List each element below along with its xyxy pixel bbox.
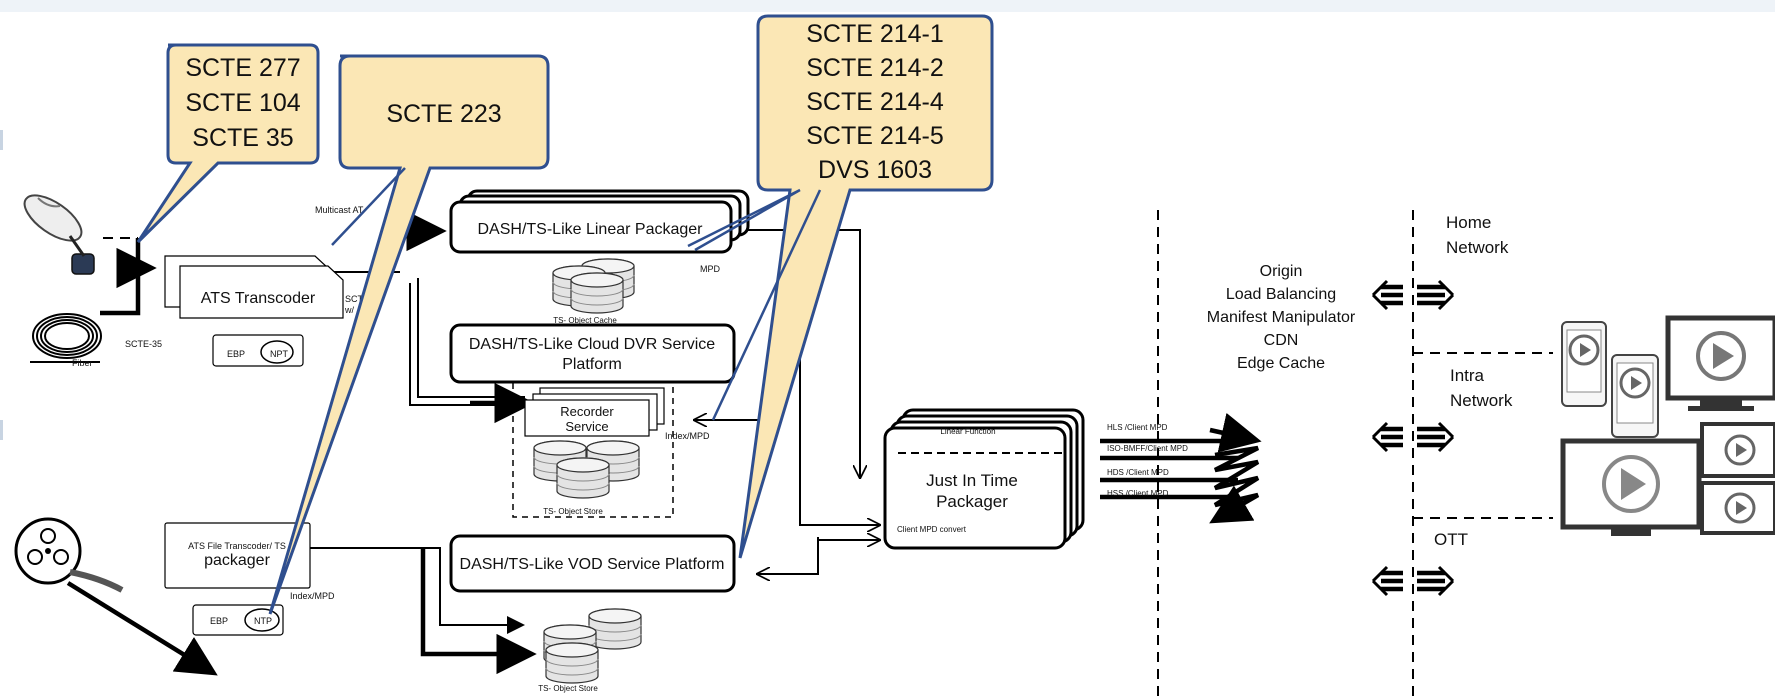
fiber-coil-icon	[30, 313, 102, 363]
output-hss: HSS /Client MPD	[1107, 489, 1169, 498]
ebp-label: EBP	[227, 349, 245, 359]
callout-c-line2: SCTE 214-2	[806, 54, 944, 82]
fiber-label: Fiber	[72, 358, 93, 368]
top-banner-strip	[0, 0, 1775, 12]
callout-a-line3: SCTE 35	[192, 124, 293, 152]
ebp-ntp-box: EBP NTP	[192, 604, 284, 636]
cloud-dvr-platform: DASH/TS-Like Cloud DVR Service Platform	[449, 323, 736, 384]
callout-b-line1: SCTE 223	[386, 100, 501, 128]
callout-c-line4: SCTE 214-5	[806, 122, 944, 150]
jit-title-line2: Packager	[936, 492, 1008, 511]
jit-title-line1: Just In Time	[926, 471, 1018, 490]
ts-object-cache-label: TS- Object Cache	[553, 316, 617, 325]
bidirectional-arrows	[1371, 279, 1455, 597]
linear-packager: DASH/TS-Like Linear Packager	[449, 189, 750, 254]
jit-linear-function: Linear Function	[940, 427, 995, 436]
intra-network-line2: Network	[1450, 391, 1513, 410]
ats-transcoder-label: ATS Transcoder	[201, 290, 316, 307]
linear-packager-label: DASH/TS-Like Linear Packager	[478, 221, 704, 238]
origin-cdn-text: Origin Load Balancing Manifest Manipulat…	[1207, 263, 1356, 372]
output-hls: HLS /Client MPD	[1107, 423, 1168, 432]
ats-file-label-line1: ATS File Transcoder/ TS	[188, 541, 286, 551]
scte35-label: SCTE-35	[125, 339, 162, 349]
jit-packager: Linear Function Just In Time Packager Cl…	[883, 408, 1085, 550]
network-dividers	[1157, 210, 1553, 698]
ebp-npt-box: EBP NPT	[212, 334, 304, 367]
recorder-index-label: Index/MPD	[665, 431, 710, 441]
ts-object-store-vod-label: TS- Object Store	[538, 684, 598, 693]
monitor-icon	[1560, 438, 1702, 536]
intra-network-line1: Intra	[1450, 366, 1485, 385]
manifest-manipulator-line: Manifest Manipulator	[1207, 309, 1356, 326]
database-icon	[533, 440, 640, 499]
file-ebp-label: EBP	[210, 616, 228, 626]
callout-scte-277: SCTE 277 SCTE 104 SCTE 35	[136, 43, 320, 244]
monitor-icon	[1700, 422, 1775, 535]
mpd-label: MPD	[700, 264, 721, 274]
callout-a-line1: SCTE 277	[185, 54, 300, 82]
database-icon	[552, 258, 635, 314]
callout-c-line5: DVS 1603	[818, 156, 932, 184]
origin-line: Origin	[1260, 263, 1303, 280]
ats-file-label-line2: packager	[204, 552, 270, 569]
recorder-service: Recorder Service	[524, 387, 665, 437]
cdn-line: CDN	[1264, 332, 1299, 349]
ott-label: OTT	[1434, 530, 1468, 549]
load-balancing-line: Load Balancing	[1226, 286, 1336, 303]
left-margin-ticks	[0, 130, 3, 440]
callout-c-line1: SCTE 214-1	[806, 20, 944, 48]
smartphone-icon	[1561, 321, 1607, 407]
vod-platform-label: DASH/TS-Like VOD Service Platform	[460, 556, 725, 573]
recorder-dashed-frame	[512, 381, 674, 518]
ats-transcoder: ATS Transcoder	[164, 255, 344, 319]
jit-output-arrows	[1209, 412, 1262, 524]
output-iso-bmff: ISO-BMFF/Client MPD	[1107, 444, 1188, 453]
jit-client-mpd-convert: Client MPD convert	[897, 525, 967, 534]
callout-c-line3: SCTE 214-4	[806, 88, 944, 116]
recorder-label-line1: Recorder	[560, 404, 614, 419]
output-hds: HDS /Client MPD	[1107, 468, 1169, 477]
film-reel-icon	[14, 517, 124, 593]
multicast-label: Multicast AT	[315, 205, 364, 215]
callout-scte-223: SCTE 223	[268, 54, 550, 615]
database-icon	[543, 608, 642, 684]
file-ntp-label: NTP	[254, 616, 272, 626]
ts-object-store-dvr-label: TS- Object Store	[543, 507, 603, 516]
cloud-dvr-label-line2: Platform	[562, 356, 622, 373]
home-network-line1: Home	[1446, 213, 1491, 232]
vod-platform: DASH/TS-Like VOD Service Platform	[449, 534, 736, 593]
callout-a-line2: SCTE 104	[185, 89, 300, 117]
jit-output-labels: HLS /Client MPD ISO-BMFF/Client MPD HDS …	[1107, 423, 1188, 498]
file-index-label: Index/MPD	[290, 591, 335, 601]
ats-output-label-2: w/	[344, 305, 354, 315]
recorder-label-line2: Service	[565, 419, 608, 434]
home-network-line2: Network	[1446, 238, 1509, 257]
edge-cache-line: Edge Cache	[1237, 355, 1325, 372]
callout-scte-214: SCTE 214-1 SCTE 214-2 SCTE 214-4 SCTE 21…	[687, 14, 994, 559]
tablet-icon	[1611, 354, 1659, 438]
monitor-icon	[1665, 315, 1775, 411]
cloud-dvr-label-line1: DASH/TS-Like Cloud DVR Service	[469, 336, 715, 353]
satellite-dish-icon	[23, 194, 95, 275]
ats-file-transcoder: ATS File Transcoder/ TS packager	[164, 522, 311, 589]
npt-label: NPT	[270, 349, 289, 359]
ats-output-label: SCT	[345, 294, 364, 304]
